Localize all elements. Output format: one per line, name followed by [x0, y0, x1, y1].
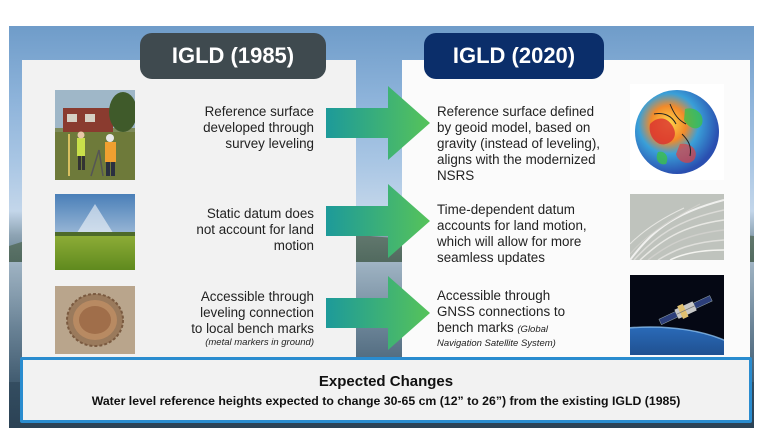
arrow-2	[326, 184, 430, 258]
left-text-2: Static datum does not account for land m…	[196, 206, 314, 253]
arrow-1	[326, 86, 430, 160]
left-header: IGLD (1985)	[140, 33, 326, 79]
satellite-photo	[630, 275, 724, 355]
right-note-inline-3: (Global	[517, 324, 549, 335]
expected-changes-body: Water level reference heights expected t…	[91, 393, 681, 408]
bench-mark-photo	[55, 286, 135, 354]
left-note-3: (metal markers in ground)	[205, 337, 314, 348]
left-text-3: Accessible through leveling connection t…	[134, 289, 314, 349]
expected-changes-title: Expected Changes	[318, 372, 454, 390]
right-header: IGLD (2020)	[424, 33, 604, 79]
surveyors-photo	[55, 90, 135, 180]
geoid-globe-image	[630, 84, 724, 180]
right-text-3: Accessible through GNSS connections to b…	[437, 288, 627, 350]
right-text-1: Reference surface defined by geoid model…	[437, 104, 600, 183]
expected-changes-box: Expected Changes Water level reference h…	[20, 357, 752, 423]
right-note-3: Navigation Satellite System)	[437, 338, 556, 349]
arrow-3	[326, 276, 430, 350]
grass-motion-photo	[630, 194, 724, 260]
right-text-2: Time-dependent datum accounts for land m…	[437, 202, 587, 265]
left-text-1: Reference surface developed through surv…	[203, 104, 314, 151]
grassland-photo	[55, 194, 135, 270]
